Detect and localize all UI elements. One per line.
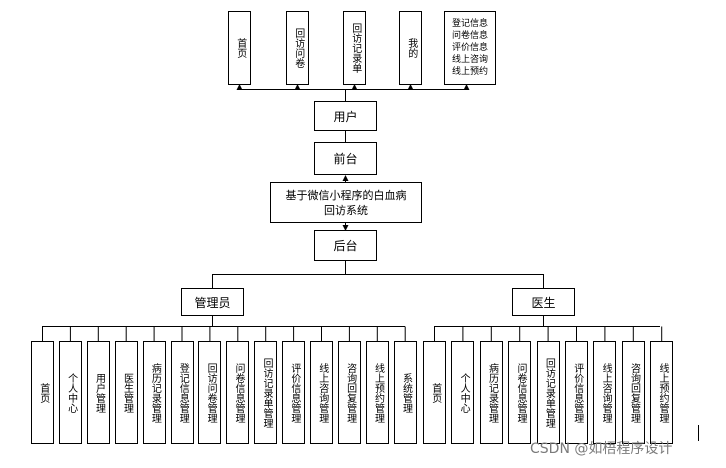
doctor-node: 医生 bbox=[512, 288, 575, 316]
info-box: 登记信息 问卷信息 评价信息 线上咨询 线上预约 bbox=[444, 11, 496, 85]
user-node: 用户 bbox=[314, 101, 377, 131]
admin-module-reply-management: 咨询回复管理 bbox=[337, 341, 361, 444]
top-module-followup-record: 回访记录单 bbox=[343, 11, 366, 85]
backend-node: 后台 bbox=[314, 230, 377, 261]
system-title-line-2: 回访系统 bbox=[324, 203, 368, 217]
frontend-node: 前台 bbox=[314, 142, 377, 175]
doctor-module-consultation-management: 线上咨询管理 bbox=[593, 341, 617, 444]
info-line-registration: 登记信息 bbox=[451, 19, 488, 29]
doctor-module-questionnaire-info-management: 问卷信息管理 bbox=[508, 341, 532, 444]
doctor-module-evaluation-management: 评价信息管理 bbox=[565, 341, 588, 444]
admin-module-appointment-management: 线上预约管理 bbox=[365, 341, 389, 444]
doctor-module-medical-record-management: 病历记录管理 bbox=[479, 341, 503, 444]
admin-module-followup-record-management: 回访记录单管理 bbox=[254, 341, 278, 444]
admin-module-questionnaire-management: 回访问卷管理 bbox=[198, 341, 222, 444]
doctor-module-home: 首页 bbox=[423, 341, 446, 444]
admin-module-registration-management: 登记信息管理 bbox=[170, 341, 194, 444]
doctor-module-followup-record-management: 回访记录单管理 bbox=[536, 341, 560, 444]
admin-module-home: 首页 bbox=[31, 341, 54, 444]
admin-module-personal-center: 个人中心 bbox=[58, 341, 82, 444]
top-module-mine: 我的 bbox=[399, 11, 422, 85]
admin-module-consultation-management: 线上咨询管理 bbox=[310, 341, 333, 444]
doctor-module-appointment-management: 线上预约管理 bbox=[650, 341, 674, 444]
admin-module-medical-record-management: 病历记录管理 bbox=[142, 341, 166, 444]
top-module-home: 首页 bbox=[228, 11, 251, 85]
info-line-appointment: 线上预约 bbox=[451, 67, 488, 77]
info-line-consultation: 线上咨询 bbox=[451, 55, 488, 65]
admin-node: 管理员 bbox=[181, 288, 244, 316]
admin-module-user-management: 用户管理 bbox=[86, 341, 110, 444]
admin-module-evaluation-management: 评价信息管理 bbox=[282, 341, 306, 444]
csdn-watermark: CSDN @如梧程序设计 bbox=[530, 441, 673, 457]
admin-module-questionnaire-info-management: 问卷信息管理 bbox=[226, 341, 250, 444]
doctor-module-reply-management: 咨询回复管理 bbox=[621, 341, 645, 444]
admin-module-system-management: 系统管理 bbox=[393, 341, 417, 444]
info-line-questionnaire: 问卷信息 bbox=[451, 31, 488, 41]
admin-module-doctor-management: 医生管理 bbox=[114, 341, 138, 444]
doctor-module-personal-center: 个人中心 bbox=[451, 341, 475, 444]
system-node: 基于微信小程序的白血病 回访系统 bbox=[270, 182, 422, 223]
top-module-followup-questionnaire: 回访问卷 bbox=[286, 11, 309, 85]
info-line-evaluation: 评价信息 bbox=[451, 43, 488, 53]
system-title-line-1: 基于微信小程序的白血病 bbox=[285, 188, 407, 202]
